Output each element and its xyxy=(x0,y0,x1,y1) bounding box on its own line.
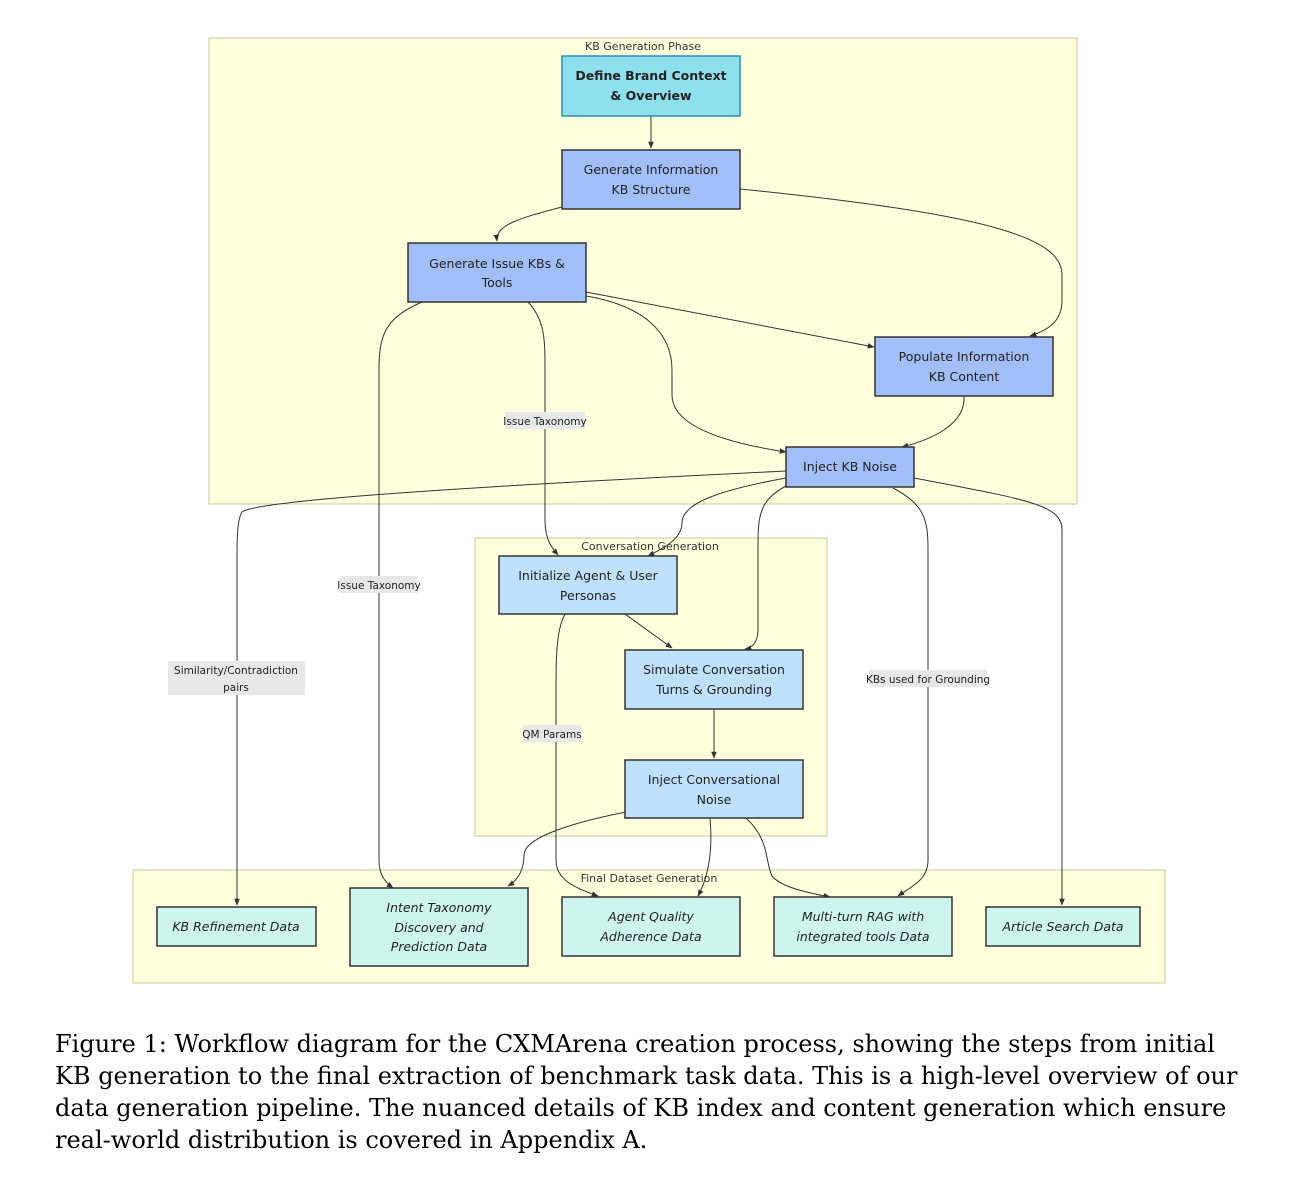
edge-geninfo-to-populate xyxy=(739,188,1063,337)
cluster-label-kb-phase: KB Generation Phase xyxy=(585,40,701,53)
workflow-diagram: KB Generation Phase Conversation Generat… xyxy=(132,37,1166,984)
svg-text:Define Brand Context: Define Brand Context xyxy=(575,68,726,83)
svg-text:Agent Quality: Agent Quality xyxy=(607,909,694,924)
svg-text:KB Content: KB Content xyxy=(929,369,1000,384)
edges xyxy=(234,116,1065,906)
node-initialize-personas: Initialize Agent & User Personas xyxy=(498,555,678,615)
edge-issue-to-personas xyxy=(527,301,559,556)
edge-convnoise-to-intent xyxy=(507,811,627,887)
edge-populate-to-kbnoise xyxy=(901,395,965,449)
svg-text:Discovery and: Discovery and xyxy=(394,920,483,935)
svg-text:Multi-turn RAG with: Multi-turn RAG with xyxy=(802,909,924,924)
svg-text:Populate Information: Populate Information xyxy=(899,349,1030,364)
svg-text:Noise: Noise xyxy=(697,792,732,807)
node-agent-quality-data: Agent Quality Adherence Data xyxy=(561,896,741,957)
edge-labels: Issue Taxonomy Issue Taxonomy Similarity… xyxy=(168,412,990,742)
edge-personas-to-agentquality xyxy=(555,613,599,897)
edge-kbnoise-to-personas xyxy=(647,477,787,557)
svg-text:Inject KB Noise: Inject KB Noise xyxy=(803,459,897,474)
node-inject-kb-noise: Inject KB Noise xyxy=(785,446,915,488)
edge-label-issue-taxonomy-upper: Issue Taxonomy xyxy=(503,412,587,429)
edge-convnoise-to-multiturn xyxy=(745,817,831,899)
figure-caption: Figure 1: Workflow diagram for the CXMAr… xyxy=(55,1030,1238,1154)
edge-kbnoise-to-kbrefinement xyxy=(234,470,787,906)
node-intent-taxonomy-data: Intent Taxonomy Discovery and Prediction… xyxy=(349,887,529,967)
edge-kbnoise-to-simulate xyxy=(744,485,787,651)
node-multiturn-rag-data: Multi-turn RAG with integrated tools Dat… xyxy=(773,896,953,957)
svg-text:Personas: Personas xyxy=(560,588,616,603)
svg-text:Adherence Data: Adherence Data xyxy=(599,929,701,944)
node-generate-issue-kbs: Generate Issue KBs & Tools xyxy=(407,242,587,303)
svg-text:Similarity/Contradiction: Similarity/Contradiction xyxy=(174,665,298,677)
svg-text:Prediction Data: Prediction Data xyxy=(391,939,487,954)
node-generate-information-kb: Generate Information KB Structure xyxy=(561,149,741,210)
edge-kbnoise-to-multiturn xyxy=(892,487,929,897)
cluster-label-conversation: Conversation Generation xyxy=(581,540,719,553)
svg-text:Initialize Agent & User: Initialize Agent & User xyxy=(518,568,658,583)
edge-label-similarity-pairs: Similarity/Contradiction pairs xyxy=(168,661,305,695)
edge-label-kbs-grounding: KBs used for Grounding xyxy=(866,670,990,687)
svg-text:Intent Taxonomy: Intent Taxonomy xyxy=(386,900,492,915)
edge-label-issue-taxonomy-lower: Issue Taxonomy xyxy=(337,576,421,593)
svg-text:Generate Issue KBs &: Generate Issue KBs & xyxy=(429,256,565,271)
edge-convnoise-to-agentquality xyxy=(697,817,712,897)
node-define-brand-context: Define Brand Context & Overview xyxy=(561,55,741,117)
svg-text:Turns & Grounding: Turns & Grounding xyxy=(655,682,772,697)
node-simulate-conversation: Simulate Conversation Turns & Grounding xyxy=(624,649,804,710)
svg-text:& Overview: & Overview xyxy=(610,88,692,103)
svg-text:Inject Conversational: Inject Conversational xyxy=(648,772,780,787)
node-kb-refinement-data: KB Refinement Data xyxy=(156,906,317,947)
svg-text:KB Refinement Data: KB Refinement Data xyxy=(172,919,299,934)
edge-personas-to-simulate xyxy=(624,613,673,649)
node-inject-conversational-noise: Inject Conversational Noise xyxy=(624,759,804,819)
edge-issue-to-kbnoise xyxy=(585,295,787,454)
edge-label-qm-params: QM Params xyxy=(522,725,582,742)
svg-text:Article Search Data: Article Search Data xyxy=(1001,919,1123,934)
edge-issue-to-intent xyxy=(378,301,423,889)
edge-kbnoise-to-article xyxy=(913,477,1065,906)
svg-text:pairs: pairs xyxy=(223,682,249,694)
svg-text:Tools: Tools xyxy=(481,275,513,290)
svg-text:KB Structure: KB Structure xyxy=(612,182,691,197)
svg-text:Generate Information: Generate Information xyxy=(584,162,719,177)
edge-geninfo-to-issue xyxy=(493,206,563,242)
node-article-search-data: Article Search Data xyxy=(985,906,1141,947)
svg-text:QM Params: QM Params xyxy=(522,729,581,741)
cluster-label-final: Final Dataset Generation xyxy=(581,872,718,885)
svg-text:Issue Taxonomy: Issue Taxonomy xyxy=(503,416,586,428)
node-populate-information: Populate Information KB Content xyxy=(874,336,1054,397)
svg-text:Simulate Conversation: Simulate Conversation xyxy=(643,662,785,677)
svg-text:integrated tools Data: integrated tools Data xyxy=(796,929,929,944)
svg-text:Issue Taxonomy: Issue Taxonomy xyxy=(337,580,420,592)
svg-text:KBs used for Grounding: KBs used for Grounding xyxy=(866,674,990,686)
edge-issue-to-populate xyxy=(585,291,875,349)
